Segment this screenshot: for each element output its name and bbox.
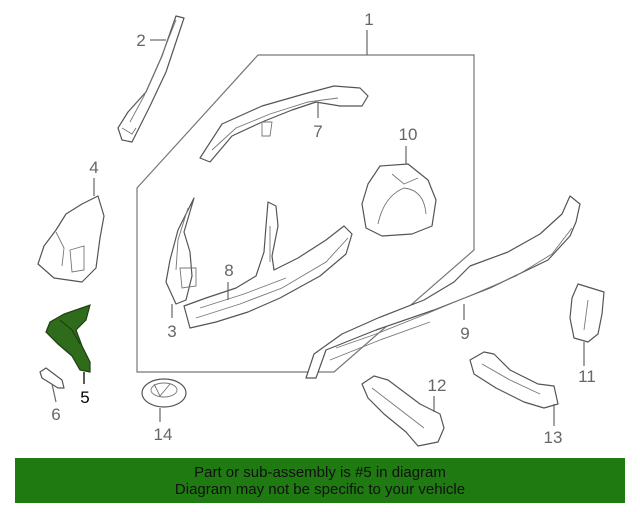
exploded-parts-diagram: 1 2 4 7 10 8 3 9 5 6 11 12 14 13 bbox=[37, 10, 605, 447]
part-2-pillar[interactable] bbox=[117, 15, 185, 143]
callout-13: 13 bbox=[544, 428, 563, 447]
part-9-rocker[interactable] bbox=[305, 195, 581, 379]
part-6-clip[interactable] bbox=[39, 367, 65, 389]
leader-lines bbox=[51, 30, 585, 426]
part-3-front-pillar[interactable] bbox=[165, 197, 197, 305]
part-8-side-body[interactable] bbox=[183, 201, 353, 329]
callout-2: 2 bbox=[136, 31, 145, 50]
callout-6: 6 bbox=[51, 405, 60, 424]
callout-12: 12 bbox=[428, 376, 447, 395]
part-5-bracket-highlighted[interactable] bbox=[45, 304, 91, 373]
part-11-bracket[interactable] bbox=[569, 283, 605, 343]
callout-9: 9 bbox=[460, 324, 469, 343]
callout-10: 10 bbox=[399, 125, 418, 144]
part-14-grommet[interactable] bbox=[141, 378, 187, 408]
callout-14: 14 bbox=[154, 425, 173, 444]
callout-1: 1 bbox=[364, 10, 373, 29]
part-10-wheelhouse[interactable] bbox=[361, 163, 437, 237]
banner-line-2: Diagram may not be specific to your vehi… bbox=[174, 480, 466, 498]
part-13-floor-rail[interactable] bbox=[469, 351, 559, 409]
callout-4: 4 bbox=[89, 158, 98, 177]
callout-5: 5 bbox=[80, 388, 89, 407]
callout-8: 8 bbox=[224, 261, 233, 280]
part-12-reinforcement[interactable] bbox=[361, 375, 445, 447]
callout-11: 11 bbox=[578, 367, 596, 386]
callout-3: 3 bbox=[167, 322, 176, 341]
part-4-panel[interactable] bbox=[37, 195, 105, 283]
part-7-roof-rail[interactable] bbox=[199, 85, 369, 163]
callout-7: 7 bbox=[313, 122, 322, 141]
banner-line-1: Part or sub-assembly is #5 in diagram bbox=[194, 463, 446, 481]
part-info-banner: Part or sub-assembly is #5 in diagram Di… bbox=[15, 458, 625, 503]
assembly-1-outline bbox=[136, 54, 475, 373]
